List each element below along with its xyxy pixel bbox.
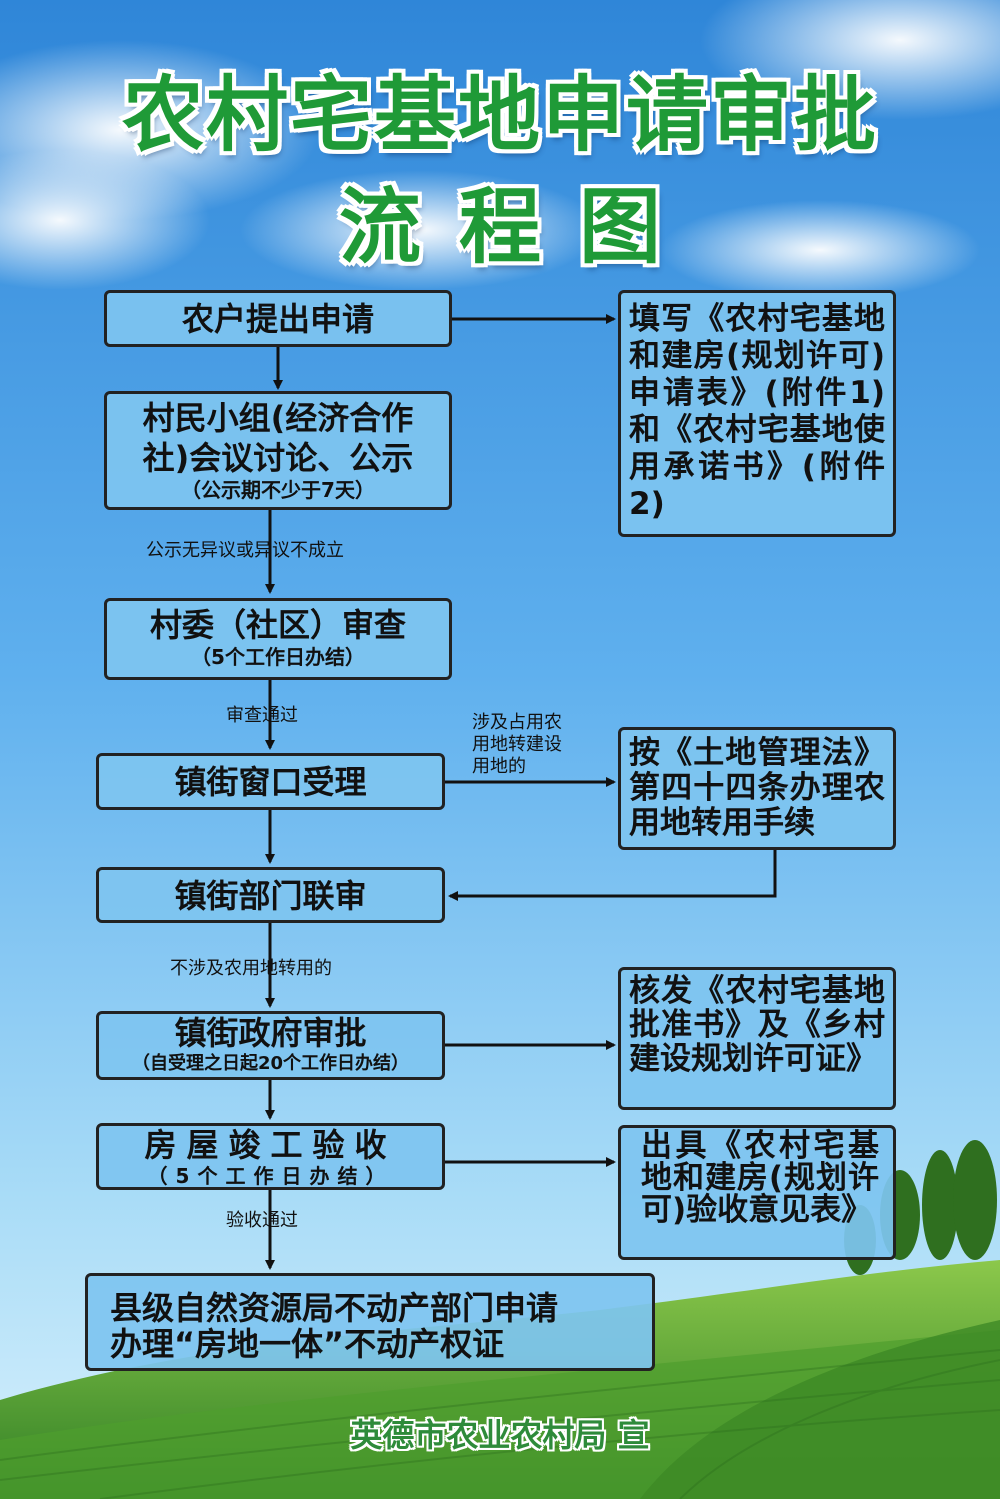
- step-village-review-box: 村委（社区）审查 （5个工作日办结）: [104, 598, 452, 680]
- label-farmland-line1: 涉及占用农: [472, 712, 562, 733]
- side-certificate-box: 核发《农村宅基地批准书》及《乡村建设规划许可证》: [618, 967, 896, 1110]
- step-town-accept-box: 镇街窗口受理: [96, 753, 445, 810]
- label-no-farmland: 不涉及农用地转用的: [170, 958, 332, 979]
- step-acceptance-note: （5个工作日办结）: [147, 1164, 394, 1188]
- step-apply-text: 农户提出申请: [181, 300, 374, 338]
- step-meeting-box: 村民小组(经济合作 社)会议讨论、公示 （公示期不少于7天）: [104, 391, 452, 510]
- step-final-line1: 县级自然资源局不动产部门申请: [110, 1289, 559, 1327]
- step-acceptance-box: 房屋竣工验收 （5个工作日办结）: [96, 1123, 445, 1190]
- label-farmland-line3: 用地的: [472, 756, 526, 777]
- step-village-review-note: （5个工作日办结）: [191, 645, 365, 669]
- side-form-text: 填写《农村宅基地和建房(规划许可)申请表》(附件1)和《农村宅基地使用承诺书》(…: [629, 301, 885, 522]
- label-farmland-line2: 用地转建设: [472, 734, 562, 755]
- step-gov-approve-text: 镇街政府审批: [174, 1014, 367, 1052]
- label-review-pass: 审查通过: [226, 705, 298, 726]
- side-land-law-box: 按《土地管理法》第四十四条办理农用地转用手续: [618, 727, 896, 850]
- page-title: 农村宅基地申请审批: [121, 68, 878, 163]
- step-acceptance-text: 房屋竣工验收: [144, 1126, 397, 1164]
- step-gov-approve-box: 镇街政府审批 （自受理之日起20个工作日办结）: [96, 1011, 445, 1080]
- side-certificate-text: 核发《农村宅基地批准书》及《乡村建设规划许可证》: [629, 973, 885, 1077]
- step-gov-approve-note: （自受理之日起20个工作日办结）: [131, 1053, 410, 1074]
- step-meeting-line2: 社)会议讨论、公示: [142, 439, 414, 477]
- side-opinion-text: 出具《农村宅基地和建房(规划许可)验收意见表》: [641, 1128, 879, 1228]
- step-village-review-text: 村委（社区）审查: [149, 606, 406, 644]
- step-meeting-note: （公示期不少于7天）: [181, 478, 375, 502]
- step-final-box: 县级自然资源局不动产部门申请 办理“房地一体”不动产权证: [85, 1273, 655, 1371]
- step-joint-review-text: 镇街部门联审: [174, 877, 367, 915]
- side-land-law-text: 按《土地管理法》第四十四条办理农用地转用手续: [629, 735, 885, 841]
- step-town-accept-text: 镇街窗口受理: [174, 763, 367, 801]
- step-meeting-line1: 村民小组(经济合作: [142, 399, 414, 437]
- step-joint-review-box: 镇街部门联审: [96, 867, 445, 923]
- side-opinion-box: 出具《农村宅基地和建房(规划许可)验收意见表》: [618, 1125, 896, 1260]
- page-subtitle: 流程图: [338, 180, 699, 275]
- footer-publisher: 英德市农业农村局 宣: [350, 1416, 650, 1454]
- side-form-box: 填写《农村宅基地和建房(规划许可)申请表》(附件1)和《农村宅基地使用承诺书》(…: [618, 290, 896, 537]
- step-final-line2: 办理“房地一体”不动产权证: [110, 1325, 505, 1363]
- label-no-objection: 公示无异议或异议不成立: [146, 540, 344, 561]
- step-apply-box: 农户提出申请: [104, 290, 452, 347]
- label-acceptance-pass: 验收通过: [226, 1210, 298, 1231]
